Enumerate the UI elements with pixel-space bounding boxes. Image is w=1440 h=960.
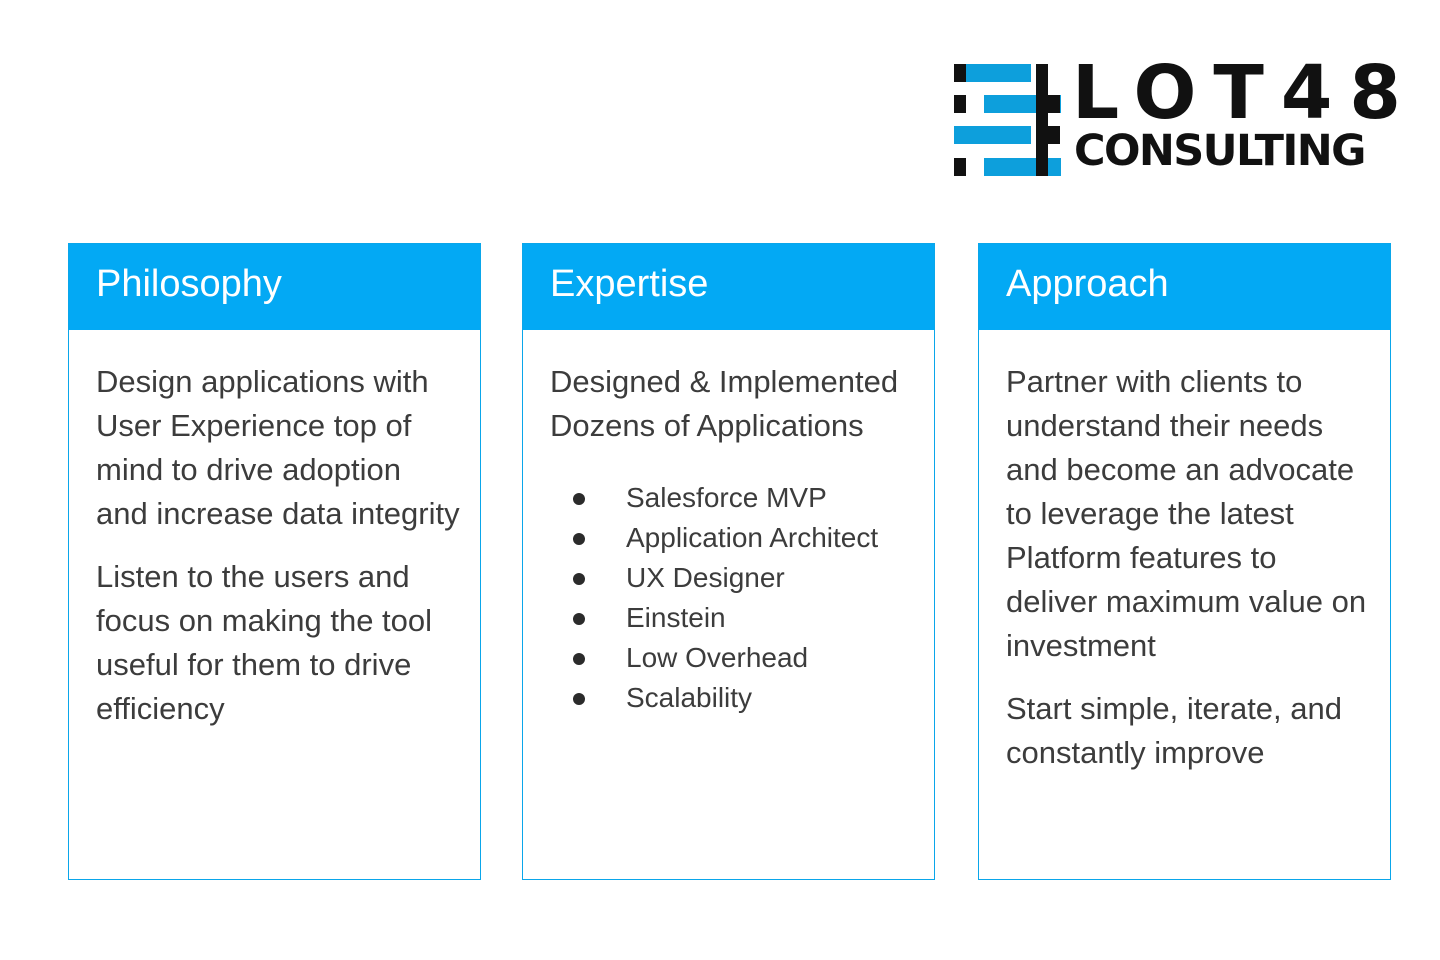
company-logo: LOT48 CONSULTING — [954, 56, 1401, 176]
list-item: Salesforce MVP — [550, 478, 914, 518]
card-expertise: Expertise Designed & Implemented Dozens … — [522, 243, 935, 880]
list-item: Scalability — [550, 678, 914, 718]
card-body: Partner with clients to understand their… — [979, 330, 1390, 775]
card-header: Expertise — [523, 244, 934, 330]
card-paragraph: Start simple, iterate, and constantly im… — [1006, 691, 1342, 770]
card-body: Designed & Implemented Dozens of Applica… — [523, 330, 934, 718]
card-paragraph: Listen to the users and focus on making … — [96, 559, 433, 726]
bullet-icon — [573, 533, 585, 545]
card-paragraph: Design applications with User Experience… — [96, 364, 460, 531]
card-header: Philosophy — [69, 244, 480, 330]
logo-wordmark-bottom: CONSULTING — [1074, 126, 1366, 176]
card-title: Philosophy — [96, 263, 282, 305]
card-paragraph: Partner with clients to understand their… — [1006, 364, 1367, 663]
list-item: Einstein — [550, 598, 914, 638]
logo-wordmark-top: LOT48 — [1072, 50, 1418, 136]
bullet-icon — [573, 613, 585, 625]
bullet-icon — [573, 693, 585, 705]
card-philosophy: Philosophy Design applications with User… — [68, 243, 481, 880]
card-header: Approach — [979, 244, 1390, 330]
card-paragraph: Designed & Implemented Dozens of Applica… — [550, 364, 899, 443]
list-item: Application Architect — [550, 518, 914, 558]
card-body: Design applications with User Experience… — [69, 330, 480, 731]
logo-mark-icon — [954, 64, 1066, 176]
list-item: UX Designer — [550, 558, 914, 598]
card-approach: Approach Partner with clients to underst… — [978, 243, 1391, 880]
bullet-icon — [573, 493, 585, 505]
expertise-list: Salesforce MVP Application Architect UX … — [550, 478, 914, 718]
bullet-icon — [573, 653, 585, 665]
list-item: Low Overhead — [550, 638, 914, 678]
card-title: Approach — [1006, 263, 1169, 305]
bullet-icon — [573, 573, 585, 585]
card-title: Expertise — [550, 263, 709, 305]
